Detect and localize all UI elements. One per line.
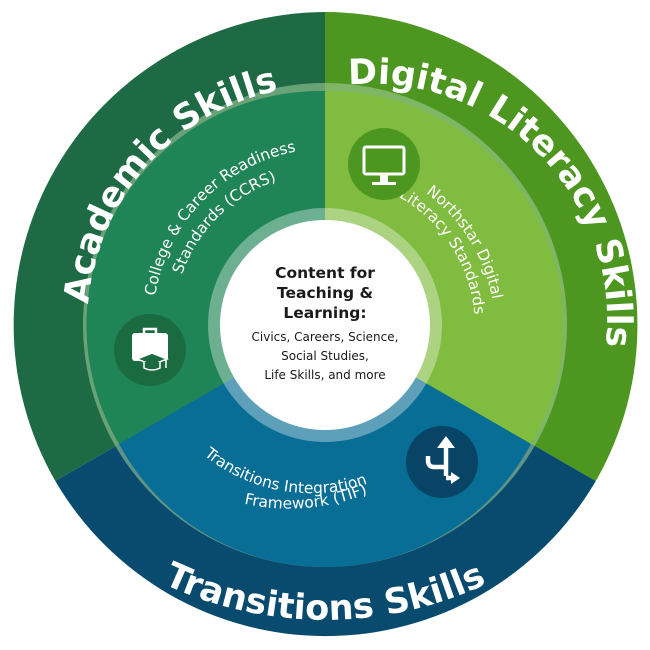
- computer-monitor-icon: [348, 128, 420, 200]
- center-title-line3: Learning:: [283, 304, 366, 322]
- center-circle: [220, 220, 430, 430]
- turn-arrows-icon: [406, 426, 478, 498]
- center-body-line1: Civics, Careers, Science,: [252, 330, 399, 344]
- center-title-line1: Content for: [275, 264, 375, 282]
- tif-inner-sector: [119, 325, 531, 568]
- center-title-line2: Teaching &: [277, 284, 373, 302]
- center-body-line2: Social Studies,: [281, 349, 369, 363]
- briefcase-graduation-cap-icon: [114, 314, 186, 386]
- center-body-line3: Life Skills, and more: [264, 368, 385, 382]
